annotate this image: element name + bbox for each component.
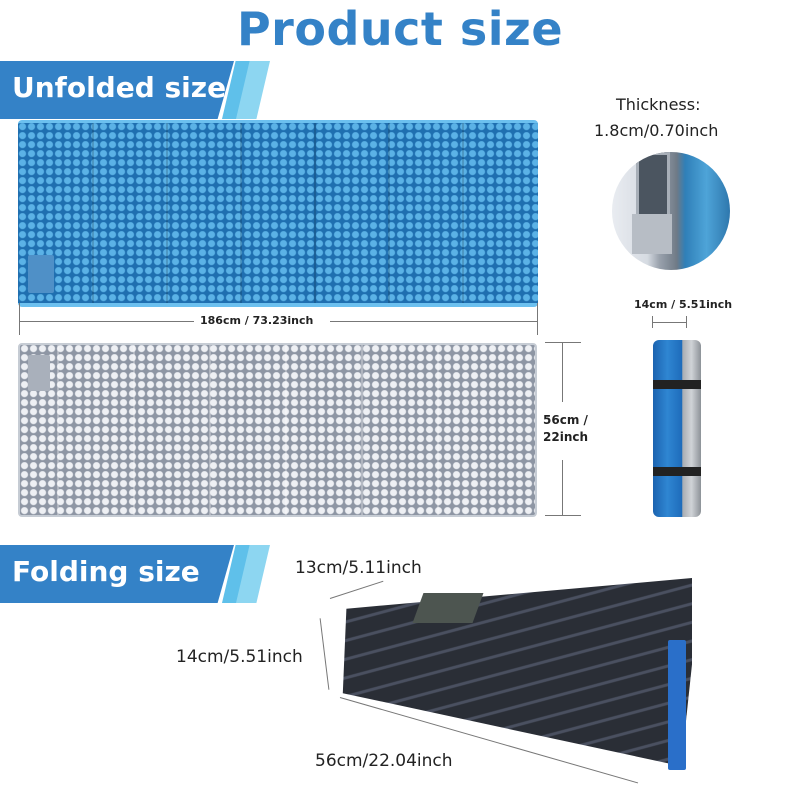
mat-top-side-image [18,120,538,307]
folded-length-dimension: 56cm/22.04inch [315,751,453,771]
mat-label-patch [28,255,54,293]
unfolded-width-dimension-line1: 56cm / [543,413,588,427]
thickness-caliper-image [612,152,730,270]
folded-height-dimension: 14cm/5.51inch [176,647,303,667]
folding-size-label: Folding size [12,555,200,588]
folded-mat-image [342,578,692,767]
unfolded-size-label: Unfolded size [12,71,227,104]
page-title: Product size [236,2,564,56]
mat-label-patch [28,355,50,391]
folded-mat-patch [412,593,484,623]
folded-mat-edge [668,640,686,770]
unfolded-width-dimension-line2: 22inch [543,430,589,444]
thickness-value: 1.8cm/0.70inch [594,121,719,140]
thickness-label: Thickness: [616,95,701,114]
folded-depth-dimension: 13cm/5.11inch [295,558,422,578]
unfolded-length-dimension: 186cm / 73.23inch [200,314,314,327]
banner-bar [0,545,234,603]
folding-size-banner: Folding size [0,545,280,603]
unfolded-size-banner: Unfolded size [0,61,280,119]
banner-bar [0,61,234,119]
rolled-mat-image [653,340,701,517]
rolled-diameter-dimension: 14cm / 5.51inch [634,298,733,311]
mat-bottom-side-image [18,343,537,517]
